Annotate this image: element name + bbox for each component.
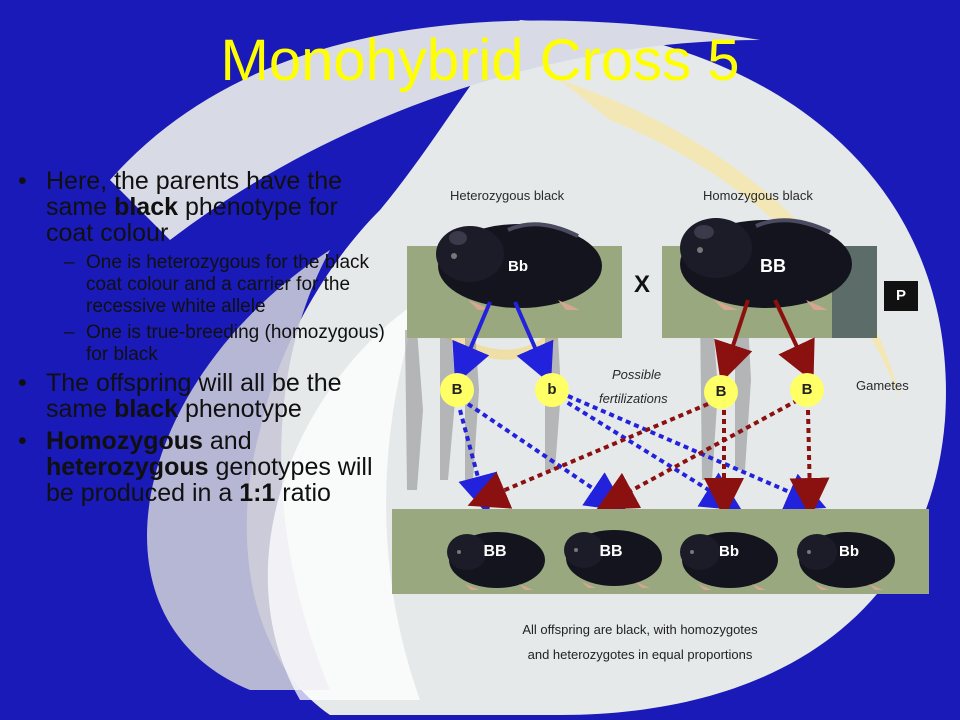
bullet-marker: • (18, 167, 27, 195)
parent-left-label: Heterozygous black (450, 188, 565, 203)
offspring-3-genotype: Bb (719, 543, 739, 560)
gamete-1: B (440, 373, 474, 407)
fertilization-line (467, 402, 709, 509)
parent-right-label: Homozygous black (703, 188, 813, 203)
fertilization-label-line2: fertilizations (599, 391, 668, 406)
cross-symbol: X (634, 271, 651, 298)
gamete-2: b (535, 373, 569, 407)
fertilization-line (466, 402, 627, 512)
gametes-label: Gametes (856, 378, 909, 393)
fertilization-line (789, 409, 830, 518)
arrow-left-parent-gamete-2 (513, 301, 554, 385)
parent-left-genotype: Bb (508, 258, 528, 275)
fertilization-line (567, 394, 827, 511)
bullet-marker: • (18, 427, 27, 455)
guinea-pig-offspring-1-icon (447, 532, 545, 590)
bullet-list: • Here, the parents have the same black … (10, 168, 390, 512)
parent-right-genotype: BB (760, 256, 786, 276)
fertilization-line (558, 396, 743, 511)
fertilization-label-line1: Possible (612, 367, 662, 382)
arrow-left-parent-gamete-1 (452, 301, 492, 385)
bullet-offspring: • The offspring will all be the same bla… (18, 369, 342, 423)
dash-marker: – (64, 252, 75, 273)
subbullet-homozygous: – One is true-breeding (homozygous) for … (64, 322, 385, 365)
summary-line-1: All offspring are black, with homozygote… (522, 622, 758, 637)
generation-label: P (884, 281, 918, 311)
bullet-ratio: • Homozygous and heterozygous genotypes … (18, 427, 373, 507)
fertilization-line (596, 398, 799, 510)
summary-line-2: and heterozygotes in equal proportions (527, 647, 753, 662)
guinea-pig-offspring-3-icon (680, 532, 778, 590)
bullet-parents: • Here, the parents have the same black … (18, 167, 343, 247)
subbullet-heterozygous: – One is heterozygous for the black coat… (64, 252, 370, 317)
guinea-pig-parent-right-icon (680, 218, 852, 310)
arrow-right-parent-gamete-1 (714, 299, 753, 384)
fertilization-line (458, 409, 498, 516)
dash-marker: – (64, 322, 75, 343)
gamete-4: B (790, 373, 824, 407)
slide-title: Monohybrid Cross 5 (220, 28, 740, 93)
offspring-2-genotype: BB (599, 543, 623, 560)
guinea-pig-offspring-4-icon (797, 532, 895, 590)
guinea-pig-parent-left-icon (436, 222, 602, 310)
offspring-4-genotype: Bb (839, 543, 859, 560)
guinea-pig-offspring-2-icon (564, 530, 662, 588)
offspring-1-genotype: BB (483, 543, 507, 560)
arrow-right-parent-gamete-2 (773, 299, 815, 383)
bullet-marker: • (18, 369, 27, 397)
gamete-3: B (704, 375, 738, 409)
